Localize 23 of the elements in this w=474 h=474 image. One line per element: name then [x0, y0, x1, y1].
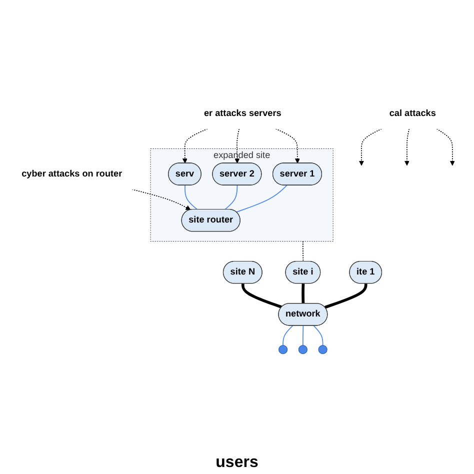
arrow	[404, 128, 410, 166]
node-circle	[298, 345, 308, 354]
connector	[302, 284, 305, 304]
connector	[313, 325, 324, 346]
connector	[302, 325, 304, 346]
node-text: er attacks servers	[204, 108, 282, 118]
arrow	[234, 128, 240, 164]
connector	[282, 325, 294, 346]
connector	[236, 184, 288, 212]
connector	[324, 284, 368, 309]
arrow	[436, 128, 455, 166]
arrow	[182, 128, 208, 164]
connector	[184, 184, 198, 210]
node-circle	[318, 345, 328, 354]
arrow	[359, 128, 382, 166]
arrow	[275, 128, 300, 164]
node-circle	[278, 345, 288, 354]
node-text: cal attacks	[389, 108, 436, 118]
node-text: cyber attacks on router	[22, 168, 122, 179]
users-label: users	[216, 454, 258, 471]
connector	[224, 184, 238, 210]
connector	[302, 240, 304, 262]
arrow	[132, 188, 191, 210]
